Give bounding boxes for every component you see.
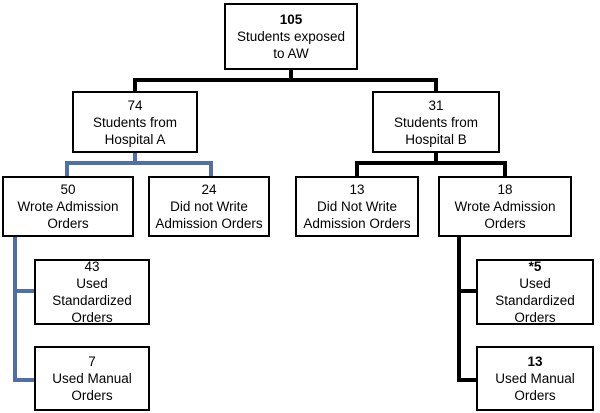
node-hospital-a: 74 Students from Hospital A <box>72 91 198 153</box>
node-label: Wrote Admission Orders <box>454 199 556 231</box>
node-b-wrote-orders: 18 Wrote Admission Orders <box>438 176 572 237</box>
node-hospital-b: 31 Students from Hospital B <box>372 91 500 153</box>
node-count: 13 <box>349 182 365 197</box>
node-students-exposed: 105 Students exposed to AW <box>224 3 358 70</box>
node-count: 74 <box>127 97 143 113</box>
node-count: 43 <box>84 259 100 274</box>
node-label: Used Standardized Orders <box>495 276 575 325</box>
node-count: 13 <box>527 354 543 369</box>
node-label: Used Manual Orders <box>495 371 575 403</box>
node-a-standardized: 43 Used Standardized Orders <box>34 259 150 325</box>
node-label: Students from Hospital A <box>92 114 178 147</box>
node-count: 105 <box>279 12 303 27</box>
node-b-did-not-write: 13 Did Not Write Admission Orders <box>295 176 419 237</box>
node-label: Did Not Write Admission Orders <box>303 199 411 231</box>
node-count: 31 <box>428 97 444 113</box>
node-a-did-not-write: 24 Did not Write Admission Orders <box>148 176 270 237</box>
node-a-manual: 7 Used Manual Orders <box>34 346 150 411</box>
node-count: 50 <box>60 182 76 197</box>
node-a-wrote-orders: 50 Wrote Admission Orders <box>2 176 134 237</box>
node-count: 24 <box>201 182 217 197</box>
node-label: Students from Hospital B <box>393 114 479 147</box>
node-label: Students exposed to AW <box>236 29 346 61</box>
node-b-standardized: *5 Used Standardized Orders <box>476 259 594 325</box>
node-label: Used Manual Orders <box>52 371 132 403</box>
node-label: Used Standardized Orders <box>52 276 132 325</box>
node-count: 18 <box>497 182 513 197</box>
node-b-manual: 13 Used Manual Orders <box>476 346 594 411</box>
node-label: Did not Write Admission Orders <box>155 199 263 231</box>
node-count: *5 <box>528 259 542 274</box>
node-count: 7 <box>88 354 96 369</box>
node-label: Wrote Admission Orders <box>17 199 119 231</box>
